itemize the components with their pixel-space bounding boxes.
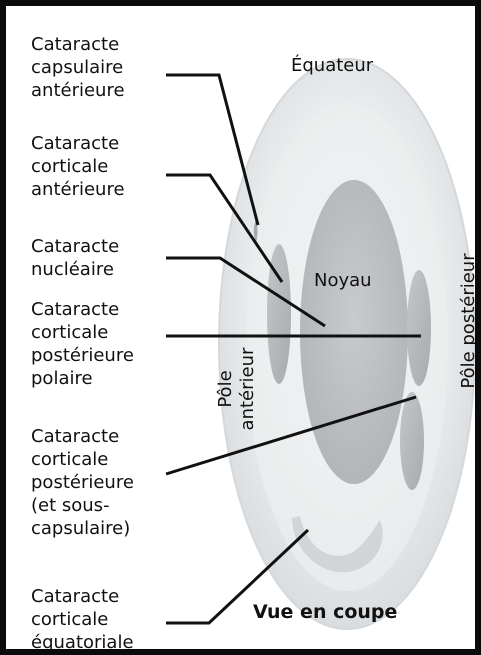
- label-cataracte-corticale-posterieure-polaire: Cataracte corticale postérieure polaire: [31, 298, 134, 390]
- posterior-subcapsular-opacity: [400, 392, 424, 490]
- label-noyau: Noyau: [314, 269, 372, 292]
- label-cataracte-nucleaire: Cataracte nucléaire: [31, 235, 119, 281]
- nucleus-shape: [300, 180, 408, 484]
- label-cataracte-corticale-anterieure: Cataracte corticale antérieure: [31, 132, 125, 201]
- label-cataracte-corticale-posterieure-souscapsulaire: Cataracte corticale postérieure (et sous…: [31, 425, 134, 540]
- label-cataracte-capsulaire-anterieure: Cataracte capsulaire antérieure: [31, 33, 125, 102]
- diagram-caption: Vue en coupe: [253, 601, 397, 623]
- label-cataracte-corticale-equatoriale: Cataracte corticale équatoriale: [31, 585, 134, 654]
- posterior-polar-opacity: [407, 270, 431, 386]
- label-pole-posterieur: Pôle postérieur: [458, 246, 481, 396]
- label-equateur: Équateur: [291, 54, 373, 77]
- label-pole-anterieur: Pôle antérieur: [215, 339, 259, 439]
